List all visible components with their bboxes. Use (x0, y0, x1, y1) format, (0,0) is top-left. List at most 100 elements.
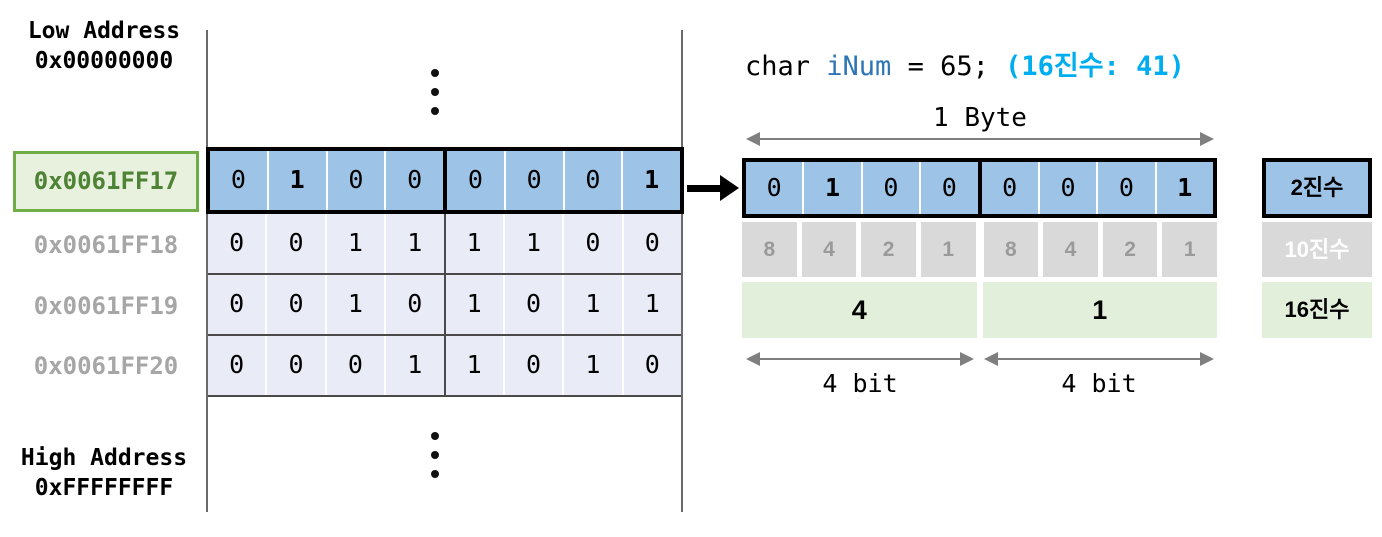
bit-cell: 1 (802, 162, 860, 214)
ellipsis-dots-top (431, 69, 439, 115)
bit-cell: 1 (621, 275, 681, 334)
byte-span-arrow (746, 132, 1214, 146)
bit-cell: 0 (502, 275, 562, 334)
bit-cell: 0 (502, 336, 562, 395)
weight-cell: 8 (742, 222, 797, 277)
legend-hex: 16진수 (1262, 282, 1372, 338)
nibble-span-arrow-right (984, 352, 1214, 366)
hex-digit-cell: 1 (982, 282, 1217, 338)
bit-cell: 0 (265, 336, 324, 395)
low-address-note: Low Address 0x00000000 (8, 16, 200, 76)
weight-cell: 1 (920, 222, 976, 277)
bit-cell: 0 (229, 228, 245, 257)
weight-cell: 4 (1043, 222, 1098, 277)
arrow-right-head (1200, 352, 1214, 366)
high-address-note: High Address 0xFFFFFFFF (8, 443, 200, 503)
code-declaration: char iNum = 65; (16진수: 41) (745, 44, 1185, 83)
address-label: 0x0061FF19 (33, 292, 179, 320)
arrow-left-head (746, 352, 760, 366)
bit-cell: 1 (384, 336, 443, 395)
bit-cell: 0 (1096, 162, 1154, 214)
address-label: 0x0061FF20 (33, 352, 179, 380)
bit-cell: 0 (977, 162, 1038, 214)
bit-cell: 0 (229, 350, 245, 379)
memory-column-right-line (681, 30, 683, 512)
bit-cell: 0 (621, 214, 681, 273)
dot (431, 470, 439, 478)
low-address-label: Low Address (27, 18, 181, 44)
bit-cell: 0 (860, 162, 919, 214)
hex-digit-cell: 4 (742, 282, 977, 338)
bit-cell: 0 (384, 151, 443, 210)
dot (431, 107, 439, 115)
bit-cell: 0 (325, 151, 385, 210)
code-keyword: char (745, 51, 827, 82)
legend-decimal: 10진수 (1262, 222, 1372, 277)
bit-cell: 1 (502, 214, 562, 273)
arrow-left-head (984, 352, 998, 366)
low-address-value: 0x00000000 (34, 48, 174, 74)
bit-cell: 0 (621, 336, 681, 395)
right-arrow-icon (687, 175, 739, 201)
arrow-left-head (746, 132, 760, 146)
bit-cell: 1 (562, 336, 621, 395)
arrow-line (757, 358, 963, 360)
memory-column-left-line (206, 30, 208, 512)
weight-cell: 2 (861, 222, 916, 277)
arrow-right-head (960, 352, 974, 366)
code-rest: = 65; (891, 51, 1006, 82)
bit-cell: 0 (1037, 162, 1096, 214)
legend-binary: 2진수 (1262, 158, 1372, 218)
weight-cell: 1 (1162, 222, 1217, 277)
bit-cell: 1 (443, 214, 503, 273)
bit-cell: 0 (562, 214, 621, 273)
arrow-line (757, 138, 1203, 140)
weight-cell: 8 (983, 222, 1039, 277)
bit-cell: 0 (324, 336, 384, 395)
bit-cell: 0 (443, 151, 504, 210)
bit-cell: 1 (384, 214, 443, 273)
arrow-line (995, 358, 1203, 360)
arrow-shaft (687, 185, 723, 192)
highlighted-address: 0x0061FF17 (13, 151, 199, 212)
address-label: 0x0061FF18 (33, 231, 179, 259)
nibble-span-arrow-left (746, 352, 974, 366)
byte-size-label: 1 Byte (933, 103, 1027, 133)
ellipsis-dots-bottom (431, 432, 439, 478)
weight-cell: 2 (1102, 222, 1158, 277)
arrow-right-head (1200, 132, 1214, 146)
high-address-label: High Address (20, 445, 188, 471)
bit-cell: 1 (621, 151, 680, 210)
dot (431, 88, 439, 96)
bit-cell: 1 (266, 151, 326, 210)
bit-cell: 0 (230, 165, 246, 194)
bit-cell: 0 (919, 162, 977, 214)
bit-cell: 0 (384, 275, 443, 334)
code-hex-note: (16진수: 41) (1005, 51, 1185, 82)
bit-cell: 1 (443, 275, 503, 334)
bit-cell: 1 (1154, 162, 1213, 214)
dot (431, 69, 439, 77)
bit-cell: 1 (443, 336, 503, 395)
bit-cell: 1 (324, 214, 384, 273)
dot (431, 432, 439, 440)
nibble-size-label: 4 bit (1061, 369, 1137, 398)
bit-cell: 0 (229, 289, 245, 318)
bit-cell: 0 (766, 173, 782, 202)
high-address-value: 0xFFFFFFFF (34, 475, 174, 501)
code-variable: iNum (826, 51, 892, 82)
arrow-head (720, 175, 739, 201)
dot (431, 451, 439, 459)
bit-cell: 1 (562, 275, 621, 334)
bit-cell: 0 (265, 275, 324, 334)
weight-cell: 4 (801, 222, 857, 277)
bit-cell: 0 (265, 214, 324, 273)
bit-cell: 1 (324, 275, 384, 334)
